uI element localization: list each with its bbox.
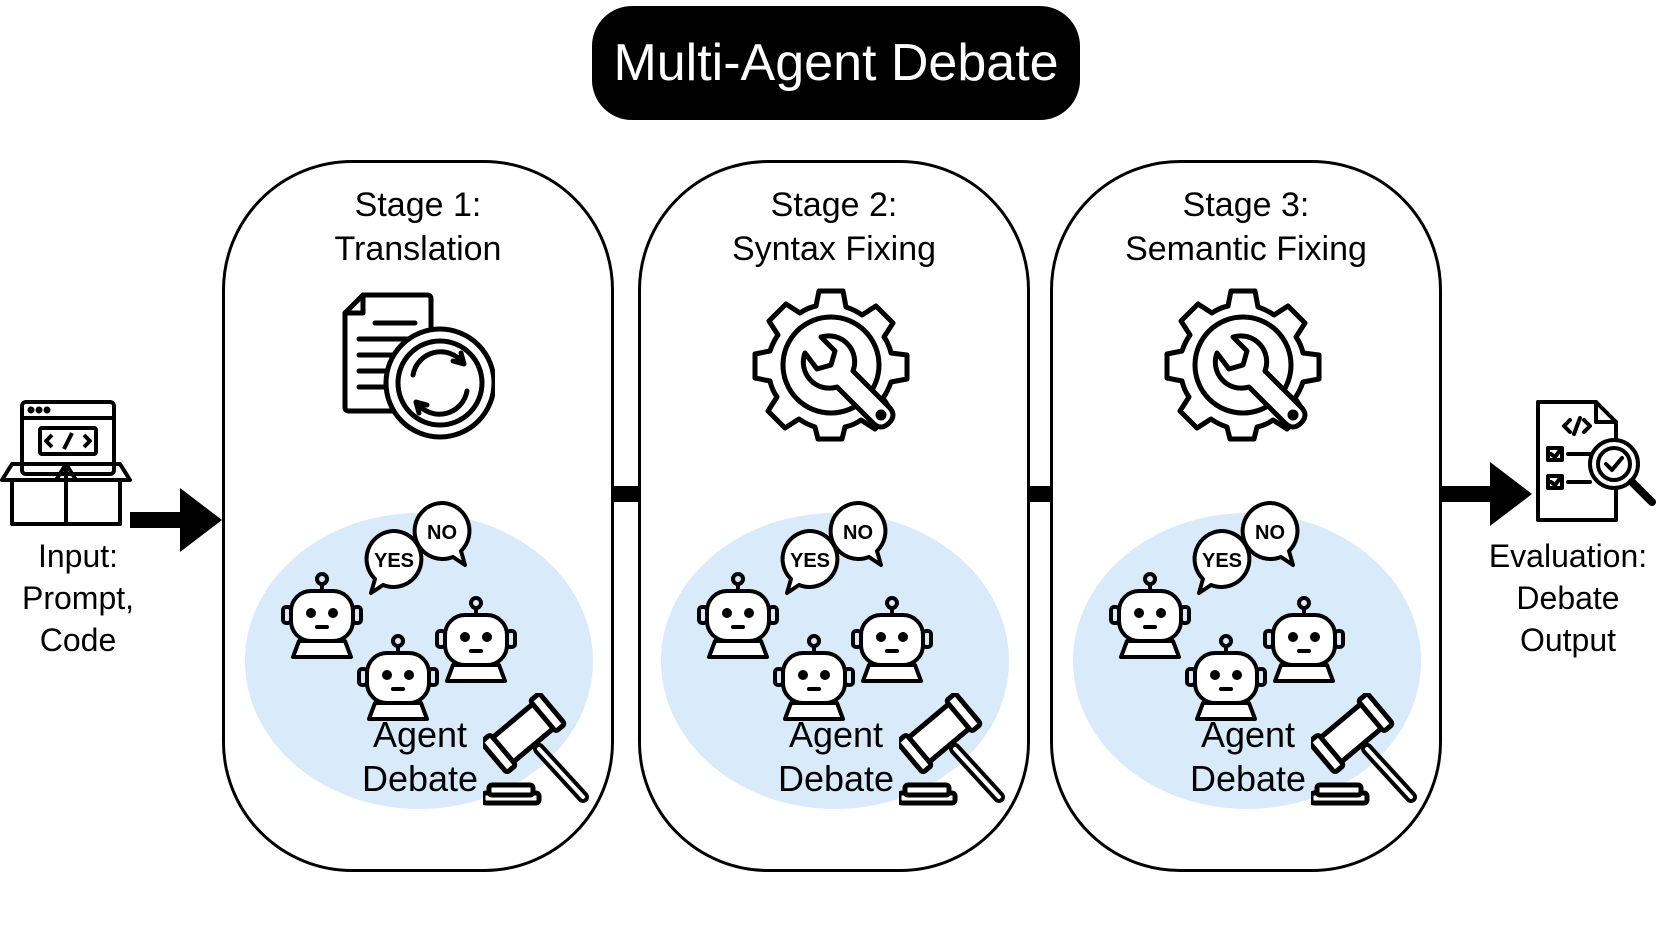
stage-number: Stage 2: (770, 186, 898, 224)
stage-1-heading: Stage 1: Translation (225, 183, 611, 271)
stage-2-heading: Stage 2: Syntax Fixing (641, 183, 1027, 271)
agent-debate-line: Agent (1200, 714, 1296, 755)
no-speech-bubble: NO (1240, 500, 1300, 567)
output-label: Evaluation: Debate Output (1478, 535, 1658, 661)
no-bubble-text: NO (843, 522, 873, 544)
stage-3-panel: Stage 3: Semantic Fixing YES NO Agent De… (1050, 160, 1442, 872)
stage-number: Stage 3: (1182, 186, 1310, 224)
no-bubble-text: NO (427, 522, 457, 544)
arrow-input-to-stage1 (130, 488, 222, 552)
agent-debate-label: Agent Debate (1153, 713, 1343, 801)
input-label-line: Prompt, (21, 580, 135, 616)
agent-debate-line: Debate (1189, 758, 1307, 799)
robot-agent-icon (773, 634, 855, 721)
agent-debate-line: Debate (361, 758, 479, 799)
input-label-line: Code (39, 622, 117, 658)
yes-bubble-text: YES (790, 550, 830, 572)
robot-agent-icon (1263, 596, 1345, 683)
agent-debate-line: Agent (788, 714, 884, 755)
output-label-line: Debate (1516, 580, 1620, 616)
yes-speech-bubble: YES (780, 528, 840, 595)
stage-name: Semantic Fixing (1125, 230, 1367, 268)
no-speech-bubble: NO (828, 500, 888, 567)
agent-debate-label: Agent Debate (741, 713, 931, 801)
robot-agent-icon (1185, 634, 1267, 721)
stage-number: Stage 1: (354, 186, 482, 224)
document-sync-icon (342, 292, 495, 440)
yes-bubble-text: YES (1202, 550, 1242, 572)
diagram-title: Multi-Agent Debate (592, 6, 1080, 120)
input-label: Input: Prompt, Code (0, 535, 156, 661)
stage-1-panel: Stage 1: Translation YES NO Agent Debate (222, 160, 614, 872)
no-speech-bubble: NO (412, 500, 472, 567)
code-review-document-icon (1536, 400, 1656, 522)
stage-3-heading: Stage 3: Semantic Fixing (1053, 183, 1439, 271)
agent-debate-label: Agent Debate (325, 713, 515, 801)
robot-agent-icon (357, 634, 439, 721)
output-label-line: Evaluation: (1488, 538, 1648, 574)
stage-name: Translation (334, 230, 502, 268)
gear-wrench-icon (1163, 283, 1323, 443)
agent-debate-line: Debate (777, 758, 895, 799)
output-label-line: Output (1519, 622, 1617, 658)
code-box-icon (0, 400, 132, 526)
robot-agent-icon (435, 596, 517, 683)
no-bubble-text: NO (1255, 522, 1285, 544)
agent-debate-line: Agent (372, 714, 468, 755)
input-label-line: Input: (37, 538, 119, 574)
robot-agent-icon (851, 596, 933, 683)
yes-bubble-text: YES (374, 550, 414, 572)
gear-wrench-icon (751, 283, 911, 443)
stage-2-panel: Stage 2: Syntax Fixing YES NO Agent Deba… (638, 160, 1030, 872)
arrow-stage3-to-output (1440, 462, 1532, 526)
stage-name: Syntax Fixing (731, 230, 937, 268)
